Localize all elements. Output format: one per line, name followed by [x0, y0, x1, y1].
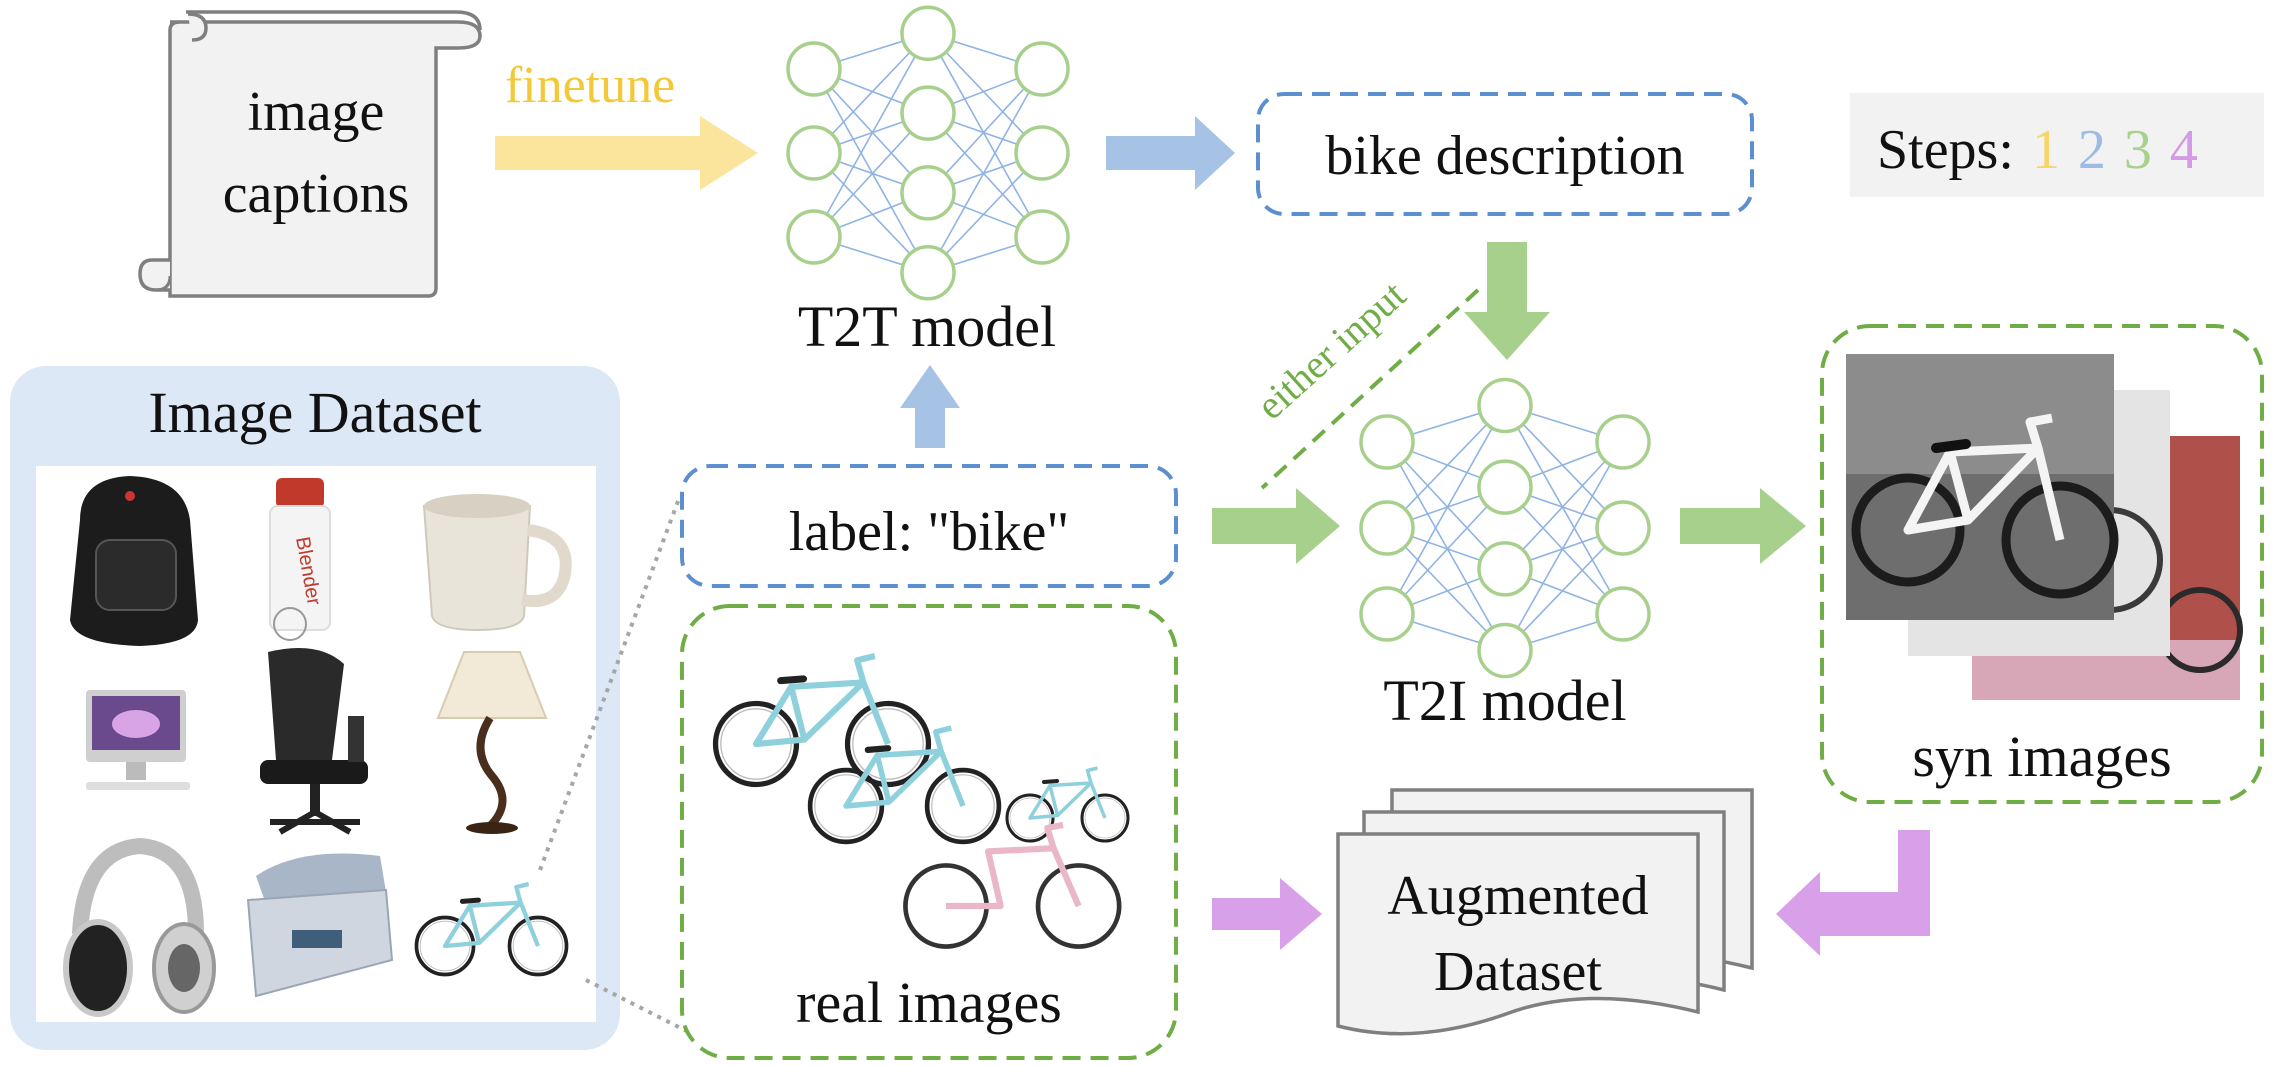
real-images-label: real images — [796, 970, 1062, 1035]
step-number-3: 3 — [2124, 119, 2152, 181]
network-node — [1014, 125, 1070, 181]
network-edge — [1386, 441, 1506, 570]
lamp-image — [436, 651, 548, 834]
network-edge — [1504, 405, 1624, 615]
real-to-augmented-arrow — [1212, 878, 1322, 950]
t2t-model-label: T2T model — [798, 294, 1056, 359]
bottle-image: Blender — [269, 478, 331, 641]
network-node — [900, 5, 956, 62]
description-to-t2i-arrow — [1464, 242, 1550, 360]
network-edge — [813, 68, 929, 274]
network-edge — [1504, 441, 1624, 570]
network-node — [1014, 41, 1070, 97]
network-node — [786, 209, 842, 265]
network-node — [1477, 377, 1533, 434]
t2i-network-icon — [1359, 377, 1651, 679]
network-edge — [1386, 441, 1506, 651]
step-number-4: 4 — [2170, 119, 2198, 181]
finetune-label: finetune — [505, 57, 675, 114]
either-input-line — [1260, 288, 1480, 490]
network-node — [900, 165, 956, 221]
network-node — [1477, 459, 1533, 515]
bike-label-box — [680, 464, 1178, 588]
image-captions-scroll: image captions — [138, 10, 482, 298]
network-node — [1595, 586, 1651, 642]
t2t-network-icon — [786, 5, 1070, 301]
backpack-image — [70, 476, 198, 646]
syn-to-augmented-arrow — [1776, 830, 1930, 956]
t2i-to-syn-arrow — [1680, 488, 1806, 564]
bike-label-text: label: "bike" — [789, 501, 1070, 563]
label-to-t2t-arrow — [900, 365, 960, 448]
steps-legend-box — [1850, 93, 2264, 197]
step-number-1: 1 — [2032, 119, 2060, 181]
real-images-box — [680, 604, 1178, 1060]
network-node — [1477, 541, 1533, 597]
zoom-connector-top — [538, 495, 682, 871]
network-edge — [813, 32, 929, 238]
augmented-line1: Augmented — [1387, 865, 1648, 927]
bike-description-box — [1256, 92, 1754, 216]
either-input-label: either input — [1248, 272, 1414, 428]
network-edge — [927, 68, 1043, 194]
t2t-to-description-arrow — [1106, 116, 1235, 190]
finetune-arrow — [495, 116, 758, 190]
network-edge — [1386, 486, 1506, 615]
network-edge — [927, 32, 1043, 238]
captions-line1: image — [248, 81, 385, 143]
network-edge — [1504, 486, 1624, 615]
headphones-image — [63, 837, 216, 1017]
network-node — [1359, 500, 1415, 556]
network-node — [1359, 586, 1415, 642]
network-edge — [927, 112, 1043, 238]
network-node — [786, 125, 842, 181]
bike-description-text: bike description — [1325, 125, 1684, 187]
mug-image — [422, 494, 572, 632]
steps-label: Steps: — [1877, 119, 2014, 181]
syn-images-stack — [1846, 354, 2243, 700]
network-node — [1014, 209, 1070, 265]
network-edge — [813, 112, 929, 238]
t2i-model-label: T2I model — [1383, 668, 1626, 733]
augmented-line2: Dataset — [1434, 941, 1602, 1003]
network-edge — [1386, 404, 1506, 529]
network-edge — [927, 68, 1043, 274]
network-edge — [1386, 527, 1506, 652]
network-edge — [1504, 404, 1624, 529]
network-node — [1359, 414, 1415, 470]
network-node — [900, 244, 956, 301]
network-node — [900, 85, 956, 141]
stapler-image — [246, 853, 394, 998]
real-bike-images — [716, 656, 1130, 949]
network-node — [786, 41, 842, 97]
network-edge — [1504, 527, 1624, 652]
captions-line2: captions — [223, 163, 410, 225]
network-node — [1477, 622, 1533, 679]
network-node — [1595, 500, 1651, 556]
image-dataset-title: Image Dataset — [148, 380, 481, 445]
syn-images-label: syn images — [1912, 724, 2171, 789]
label-to-t2i-arrow — [1212, 488, 1340, 564]
network-edge — [1504, 441, 1624, 651]
network-edge — [1386, 405, 1506, 615]
network-edge — [813, 68, 929, 194]
computer-image — [86, 690, 190, 790]
step-number-2: 2 — [2078, 119, 2106, 181]
augmented-dataset-docs — [1336, 788, 1754, 1036]
chair-image — [260, 648, 368, 835]
network-node — [1595, 414, 1651, 470]
